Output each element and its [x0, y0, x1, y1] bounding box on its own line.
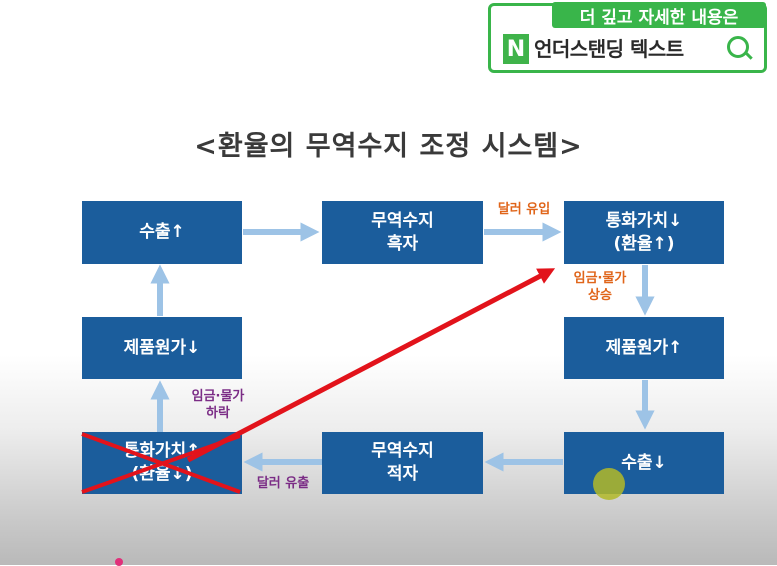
- label-line: 임금·물가: [191, 389, 245, 404]
- box-export-up: 수출↑: [82, 201, 242, 264]
- label-line: 하락: [206, 406, 230, 421]
- channel-logo: N: [503, 34, 529, 64]
- box-export-down: 수출↓: [564, 432, 724, 494]
- label-wage-price-down: 임금·물가 하락: [178, 388, 258, 422]
- channel-name: 언더스탠딩 텍스트: [534, 37, 684, 61]
- marker-dot: [115, 558, 123, 566]
- label-dollar-outflow: 달러 유출: [256, 476, 310, 491]
- box-cost-down: 제품원가↓: [82, 317, 242, 379]
- box-label: 통화가치↓: [605, 210, 683, 231]
- box-currency-value-down: 통화가치↓ (환율↑): [564, 201, 724, 264]
- box-label: 제품원가↓: [123, 337, 201, 358]
- box-label: 수출↑: [139, 222, 185, 242]
- label-line: 임금·물가: [573, 271, 627, 286]
- search-icon: [727, 36, 749, 58]
- box-label: (환율↑): [613, 233, 675, 254]
- box-label: 흑자: [386, 233, 419, 254]
- box-trade-deficit: 무역수지 적자: [322, 432, 483, 494]
- box-label: 제품원가↑: [605, 337, 683, 358]
- label-wage-price-up: 임금·물가 상승: [562, 270, 638, 304]
- cursor-highlight: [593, 468, 625, 500]
- label-dollar-inflow: 달러 유입: [497, 202, 551, 217]
- box-label: 무역수지: [371, 210, 434, 231]
- slide-title: <환율의 무역수지 조정 시스템>: [194, 131, 583, 162]
- red-arrow: [186, 268, 556, 463]
- box-trade-surplus: 무역수지 흑자: [322, 201, 483, 264]
- label-line: 상승: [588, 288, 612, 303]
- box-label: 무역수지: [371, 441, 434, 461]
- box-label: 적자: [386, 464, 419, 484]
- box-cost-up: 제품원가↑: [564, 317, 724, 379]
- badge-headline: 더 깊고 자세한 내용은: [552, 2, 766, 28]
- box-label: 수출↓: [621, 452, 667, 473]
